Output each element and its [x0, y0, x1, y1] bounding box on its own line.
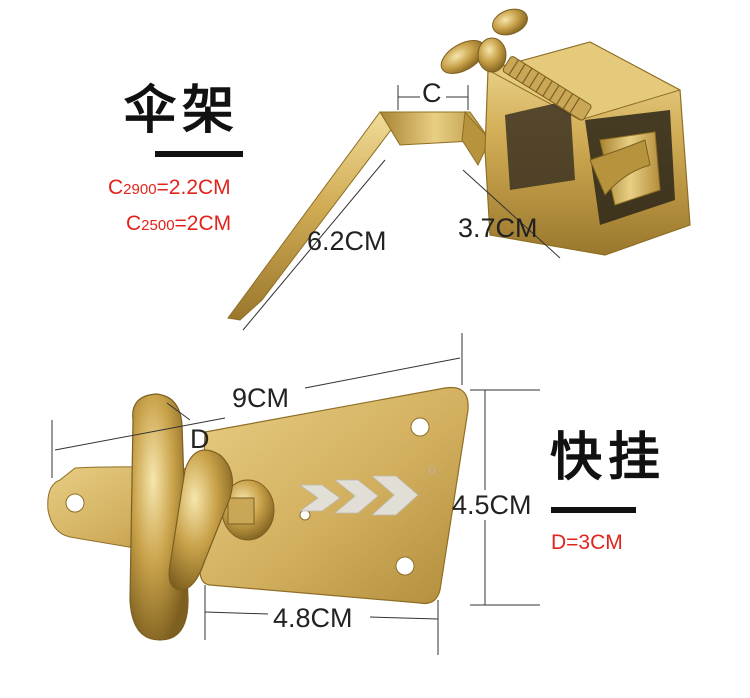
quick-hook-note: D=3CM [551, 531, 623, 554]
note-value: =2.2CM [156, 176, 231, 199]
umbrella-rack-dimensions [242, 85, 561, 331]
note-prefix: C [108, 176, 124, 199]
umbrella-rack-title-underline [155, 151, 243, 157]
quick-hook-knob [129, 393, 275, 641]
umbrella-rack-clamp [440, 8, 691, 256]
threaded-screw [502, 56, 592, 121]
brand-chevron-logo [298, 466, 436, 516]
dimension-c-label: C [422, 78, 442, 108]
dimension-d-label: D [190, 424, 210, 454]
umbrella-rack-note-2500: C2500=2CM [126, 213, 231, 234]
umbrella-rack-bracket [227, 110, 491, 321]
quick-hook-dimensions [51, 333, 540, 655]
dimension-bottom-label: 4.8CM [273, 603, 353, 633]
wing-nut [440, 8, 528, 74]
dimension-height-label: 4.5CM [452, 490, 532, 520]
umbrella-rack-note-2900: C2900=2.2CM [108, 177, 231, 198]
dimension-width-label: 9CM [232, 383, 290, 413]
quick-hook-title-underline [551, 507, 636, 513]
note-prefix: C [126, 212, 142, 235]
dimension-depth-label: 3.7CM [458, 213, 538, 243]
umbrella-rack-title: 伞架 [124, 81, 241, 141]
note-value: =2CM [174, 212, 232, 235]
note-sub: 2900 [123, 181, 157, 198]
note-sub: 2500 [141, 217, 175, 234]
dimension-arm-label: 6.2CM [307, 226, 387, 256]
quick-hook-title: 快挂 [550, 428, 667, 488]
